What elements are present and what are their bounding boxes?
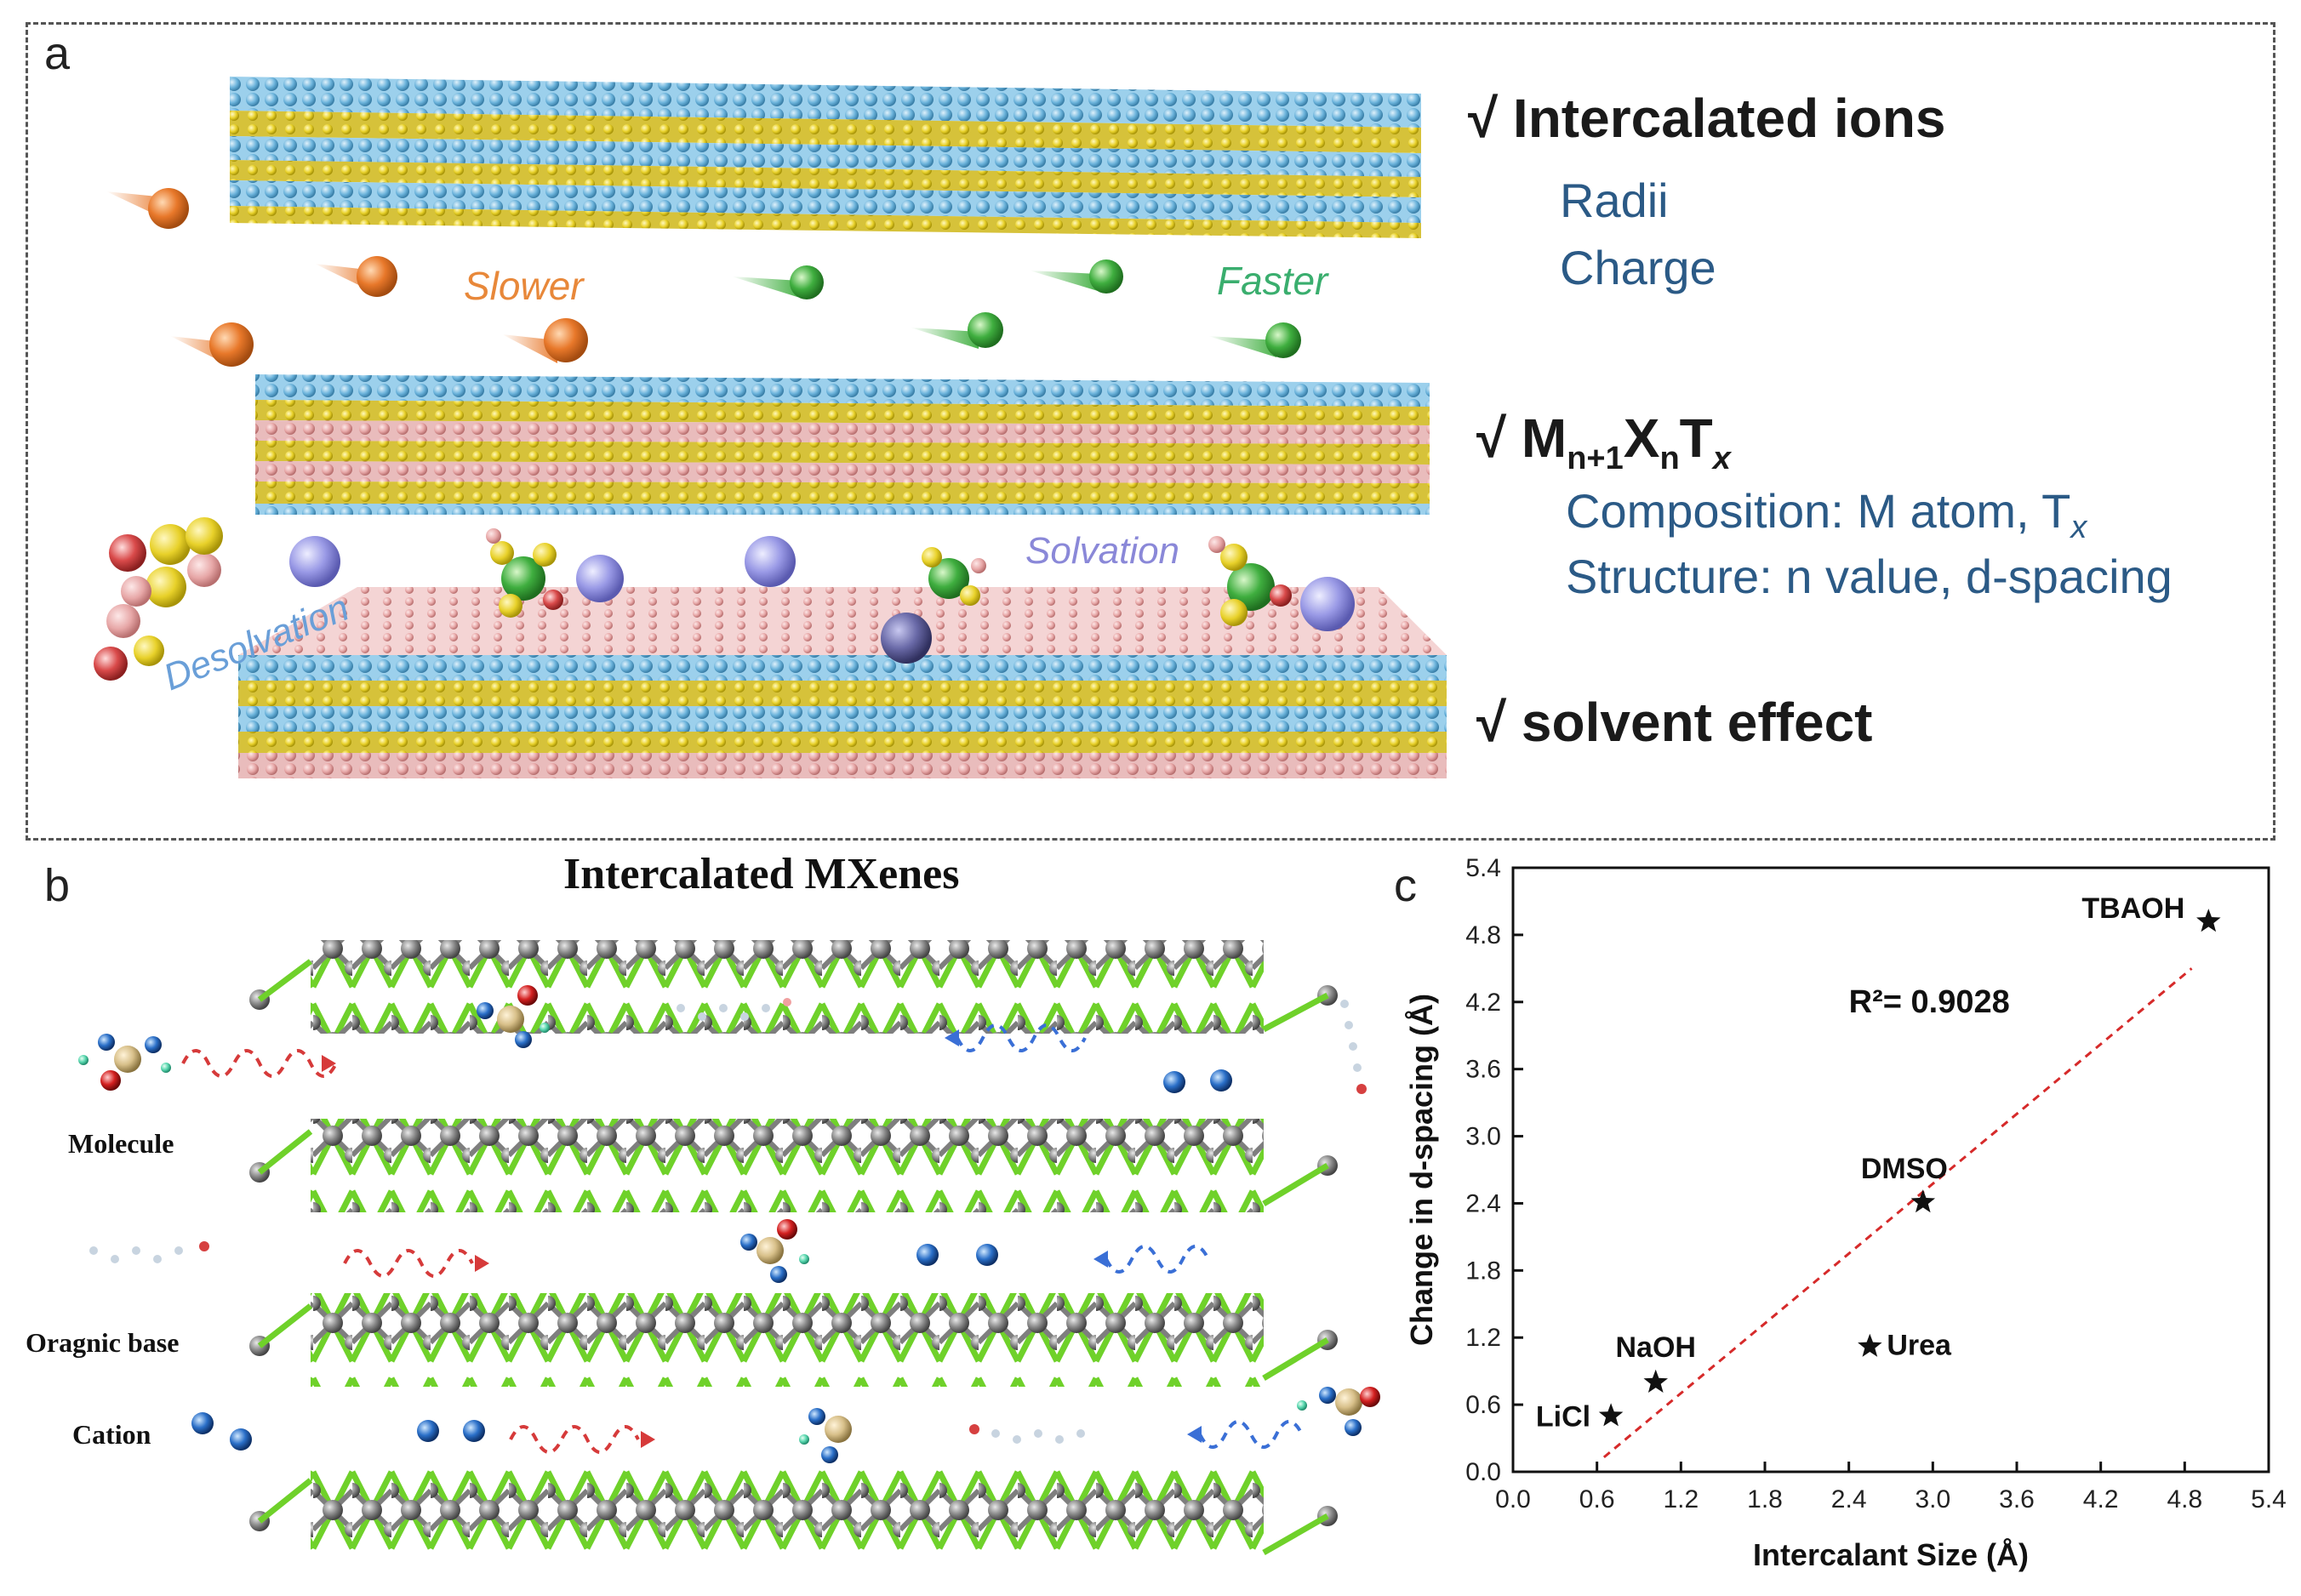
- data-point-dmso: [1910, 1189, 1936, 1213]
- x-tick-label: 0.0: [1495, 1485, 1531, 1513]
- x-tick-label: 1.2: [1663, 1485, 1699, 1513]
- fast-ions: [732, 259, 1301, 358]
- solvation-label: Solvation: [1025, 530, 1179, 572]
- slower-label: Slower: [464, 264, 585, 308]
- data-point-tbaoh: [2196, 909, 2221, 932]
- mxene-layer-1: [249, 940, 1338, 1034]
- point-label-tbaoh: TBAOH: [2081, 892, 2184, 925]
- y-tick-label: 4.8: [1465, 921, 1501, 949]
- mxene-layer-2: [249, 1119, 1338, 1212]
- check-solvent-effect: √ solvent effect: [1476, 691, 1872, 754]
- check-mxene-formula: √ Mn+1XnTx: [1476, 407, 1731, 477]
- item-composition-text: Composition: M atom, T: [1566, 484, 2071, 538]
- scatter-chart: 0.0 0.6 1.2 1.8 2.4 3.0 3.6 4.2 4.8 5.4 0.0 0.6 1.2 1…: [1404, 854, 2287, 1572]
- y-tick-label: 0.6: [1465, 1391, 1501, 1419]
- point-label-licl: LiCl: [1536, 1400, 1590, 1433]
- slow-ions: [106, 188, 588, 367]
- data-point-licl: [1598, 1403, 1624, 1427]
- check-intercalated-ions: √ Intercalated ions: [1468, 87, 1946, 150]
- panel-a-letter: a: [44, 28, 71, 79]
- panel-b-cations: [191, 1069, 1232, 1451]
- formula-t: T: [1679, 408, 1713, 469]
- formula-sub-n-plus-1: n+1: [1567, 440, 1624, 476]
- mxene-sheet-top: [230, 77, 1421, 238]
- x-tick-label: 4.8: [2167, 1485, 2202, 1513]
- y-tick-label: 3.6: [1465, 1056, 1501, 1084]
- formula-sub-x: x: [1712, 440, 1731, 476]
- solvation-species: [94, 517, 1355, 681]
- mxene-sheet-bottom: [238, 587, 1447, 778]
- check-title: Intercalated ions: [1512, 88, 1946, 149]
- y-tick-label: 2.4: [1465, 1189, 1501, 1217]
- x-tick-label: 2.4: [1831, 1485, 1867, 1513]
- x-tick-label: 1.8: [1747, 1485, 1783, 1513]
- x-axis-label: Intercalant Size (Å): [1753, 1537, 2029, 1572]
- wavy-arrows: [181, 1023, 1304, 1454]
- fit-line-path: [1602, 967, 2193, 1459]
- data-point-naoh: [1643, 1369, 1668, 1393]
- point-label-urea: Urea: [1887, 1330, 1952, 1362]
- y-tick-label: 1.2: [1465, 1324, 1501, 1352]
- panel-b-title: Intercalated MXenes: [563, 850, 960, 898]
- y-axis-label: Change in d-spacing (Å): [1404, 994, 1439, 1346]
- plot-frame: [1511, 866, 2270, 1473]
- point-label-dmso: DMSO: [1861, 1153, 1948, 1185]
- label-cation: Cation: [72, 1419, 151, 1450]
- data-points: LiCl NaOH Urea DMSO TBAOH: [1536, 892, 2221, 1433]
- formula-x: X: [1623, 408, 1660, 469]
- formula-sub-n: n: [1659, 440, 1680, 476]
- arrow-heads: [322, 1029, 1202, 1448]
- y-tick-label: 5.4: [1465, 854, 1501, 882]
- formula-m: M: [1521, 408, 1567, 469]
- label-organic-base: Oragnic base: [26, 1327, 180, 1358]
- check-mark: √: [1476, 408, 1507, 469]
- y-tick-label: 3.0: [1465, 1123, 1501, 1151]
- x-tick-label: 5.4: [2251, 1485, 2287, 1513]
- label-molecule: Molecule: [68, 1128, 174, 1159]
- r-squared-annotation: R²= 0.9028: [1849, 984, 2010, 1020]
- panel-a-illustration: Slower Faster Desolvation Solvation: [94, 77, 1447, 778]
- fit-line: [1602, 967, 2193, 1459]
- y-tick-label: 1.8: [1465, 1257, 1501, 1285]
- mxene-layer-3: [249, 1293, 1338, 1387]
- data-point-urea: [1858, 1333, 1882, 1357]
- panel-b-letter: b: [44, 860, 71, 911]
- item-structure: Structure: n value, d-spacing: [1566, 550, 2173, 603]
- mxene-layer-4: [249, 1470, 1338, 1564]
- item-composition: Composition: M atom, Tx: [1566, 483, 2087, 546]
- check-mark: √: [1468, 88, 1499, 149]
- mxene-sheet-middle: [255, 374, 1430, 515]
- faster-label: Faster: [1217, 259, 1329, 303]
- check-mark: √: [1476, 692, 1507, 753]
- panel-a-frame: [26, 22, 2275, 841]
- item-charge: Charge: [1560, 241, 1716, 294]
- x-tick-label: 3.0: [1915, 1485, 1950, 1513]
- x-tick-label: 3.6: [1999, 1485, 2035, 1513]
- x-tick-label: 4.2: [2083, 1485, 2119, 1513]
- check-title: solvent effect: [1521, 692, 1873, 753]
- chart-axes: [1511, 866, 2270, 1473]
- item-composition-sub: x: [2070, 510, 2087, 546]
- x-tick-label: 0.6: [1579, 1485, 1615, 1513]
- y-tick-label: 0.0: [1465, 1458, 1501, 1486]
- panel-c-letter: c: [1394, 860, 1417, 911]
- y-tick-label: 4.2: [1465, 989, 1501, 1017]
- panel-b-illustration: [78, 940, 1380, 1564]
- item-radii: Radii: [1560, 174, 1669, 227]
- chart-ticks: 0.0 0.6 1.2 1.8 2.4 3.0 3.6 4.2 4.8 5.4 0.0 0.6 1.2 1…: [1465, 854, 2287, 1513]
- point-label-naoh: NaOH: [1615, 1331, 1695, 1364]
- intercalant-molecules: [78, 985, 1380, 1463]
